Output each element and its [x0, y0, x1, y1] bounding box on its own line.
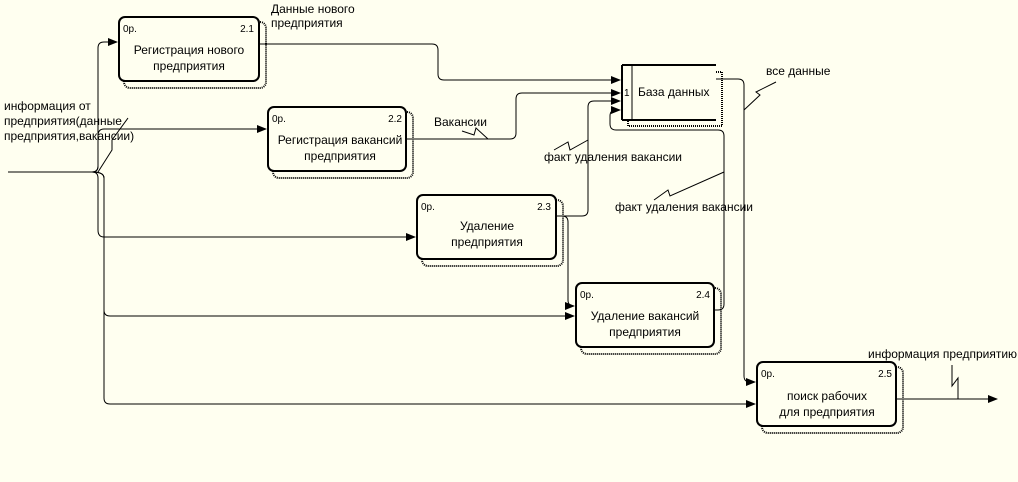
squiggle-fact-removal-1 [553, 139, 589, 151]
process-title-line1: Удаление вакансий [591, 309, 700, 323]
arrow-2-3-to-2-4 [556, 215, 575, 310]
datastore-number: 1 [624, 88, 630, 99]
process-title-line2: предприятия [304, 149, 376, 163]
input-label-line3: предприятия,вакансии) [4, 129, 134, 143]
process-cost: 0р. [580, 290, 594, 301]
process-number: 2.4 [696, 290, 710, 301]
process-2-2[interactable]: 0р. 2.2 Регистрация вакансий предприятия [267, 106, 414, 179]
arrow-2-4-to-db [609, 106, 725, 311]
process-title-line1: Регистрация вакансий [278, 133, 403, 147]
arrow-labels: информация от предприятия(данные предпри… [4, 2, 1017, 361]
process-2-4[interactable]: 0р. 2.4 Удаление вакансий предприятия [575, 282, 722, 355]
all-data-label: все данные [766, 64, 831, 78]
input-label-line1: информация от [4, 99, 91, 113]
squiggle-input [97, 117, 129, 173]
process-title-line2: предприятия [609, 325, 681, 339]
process-2-5[interactable]: 0р. 2.5 поиск рабочих для предприятия [756, 361, 904, 434]
process-cost: 0р. [421, 202, 435, 213]
arrow-2-3-to-db [556, 97, 621, 217]
datastore-database[interactable]: 1 База данных [621, 64, 723, 127]
label-squiggles [97, 81, 959, 399]
arrow-db-to-2-5 [716, 78, 756, 386]
process-title-line1: Удаление [460, 219, 514, 233]
datastore-label: База данных [638, 85, 709, 99]
process-title-line2: предприятия [451, 235, 523, 249]
new-data-label-line1: Данные нового [271, 2, 355, 16]
info-to-company-label: информация предприятию [868, 347, 1017, 361]
arrows [8, 38, 998, 408]
process-number: 2.3 [537, 202, 551, 213]
squiggle-fact-removal-2 [653, 171, 725, 201]
process-number: 2.5 [878, 369, 892, 380]
squiggle-info-to-company [951, 365, 959, 399]
process-cost: 0р. [123, 24, 137, 35]
fact-removal-label-1: факт удаления вакансии [544, 150, 682, 164]
process-cost: 0р. [761, 369, 775, 380]
process-number: 2.1 [240, 24, 254, 35]
process-title-line2: предприятия [153, 59, 225, 73]
process-2-3[interactable]: 0р. 2.3 Удаление предприятия [416, 194, 564, 267]
new-data-label-line2: предприятия [271, 16, 343, 30]
arrow-2-1-to-db [259, 43, 621, 84]
squiggle-all-data [743, 81, 777, 111]
process-title-line1: поиск рабочих [787, 389, 867, 403]
arrow-input-to-2-5 [91, 171, 756, 408]
process-2-1[interactable]: 0р. 2.1 Регистрация нового предприятия [118, 16, 267, 89]
squiggle-vacancies [461, 127, 489, 140]
process-cost: 0р. [272, 114, 286, 125]
process-title-line1: Регистрация нового [134, 43, 245, 57]
arrow-2-2-to-db [406, 89, 621, 140]
fact-removal-label-2: факт удаления вакансии [615, 200, 753, 214]
vacancies-label: Вакансии [434, 115, 487, 129]
process-title-line2: для предприятия [779, 405, 875, 419]
arrow-input-to-2-3 [91, 171, 416, 241]
process-number: 2.2 [388, 114, 402, 125]
input-label-line2: предприятия(данные [4, 114, 122, 128]
